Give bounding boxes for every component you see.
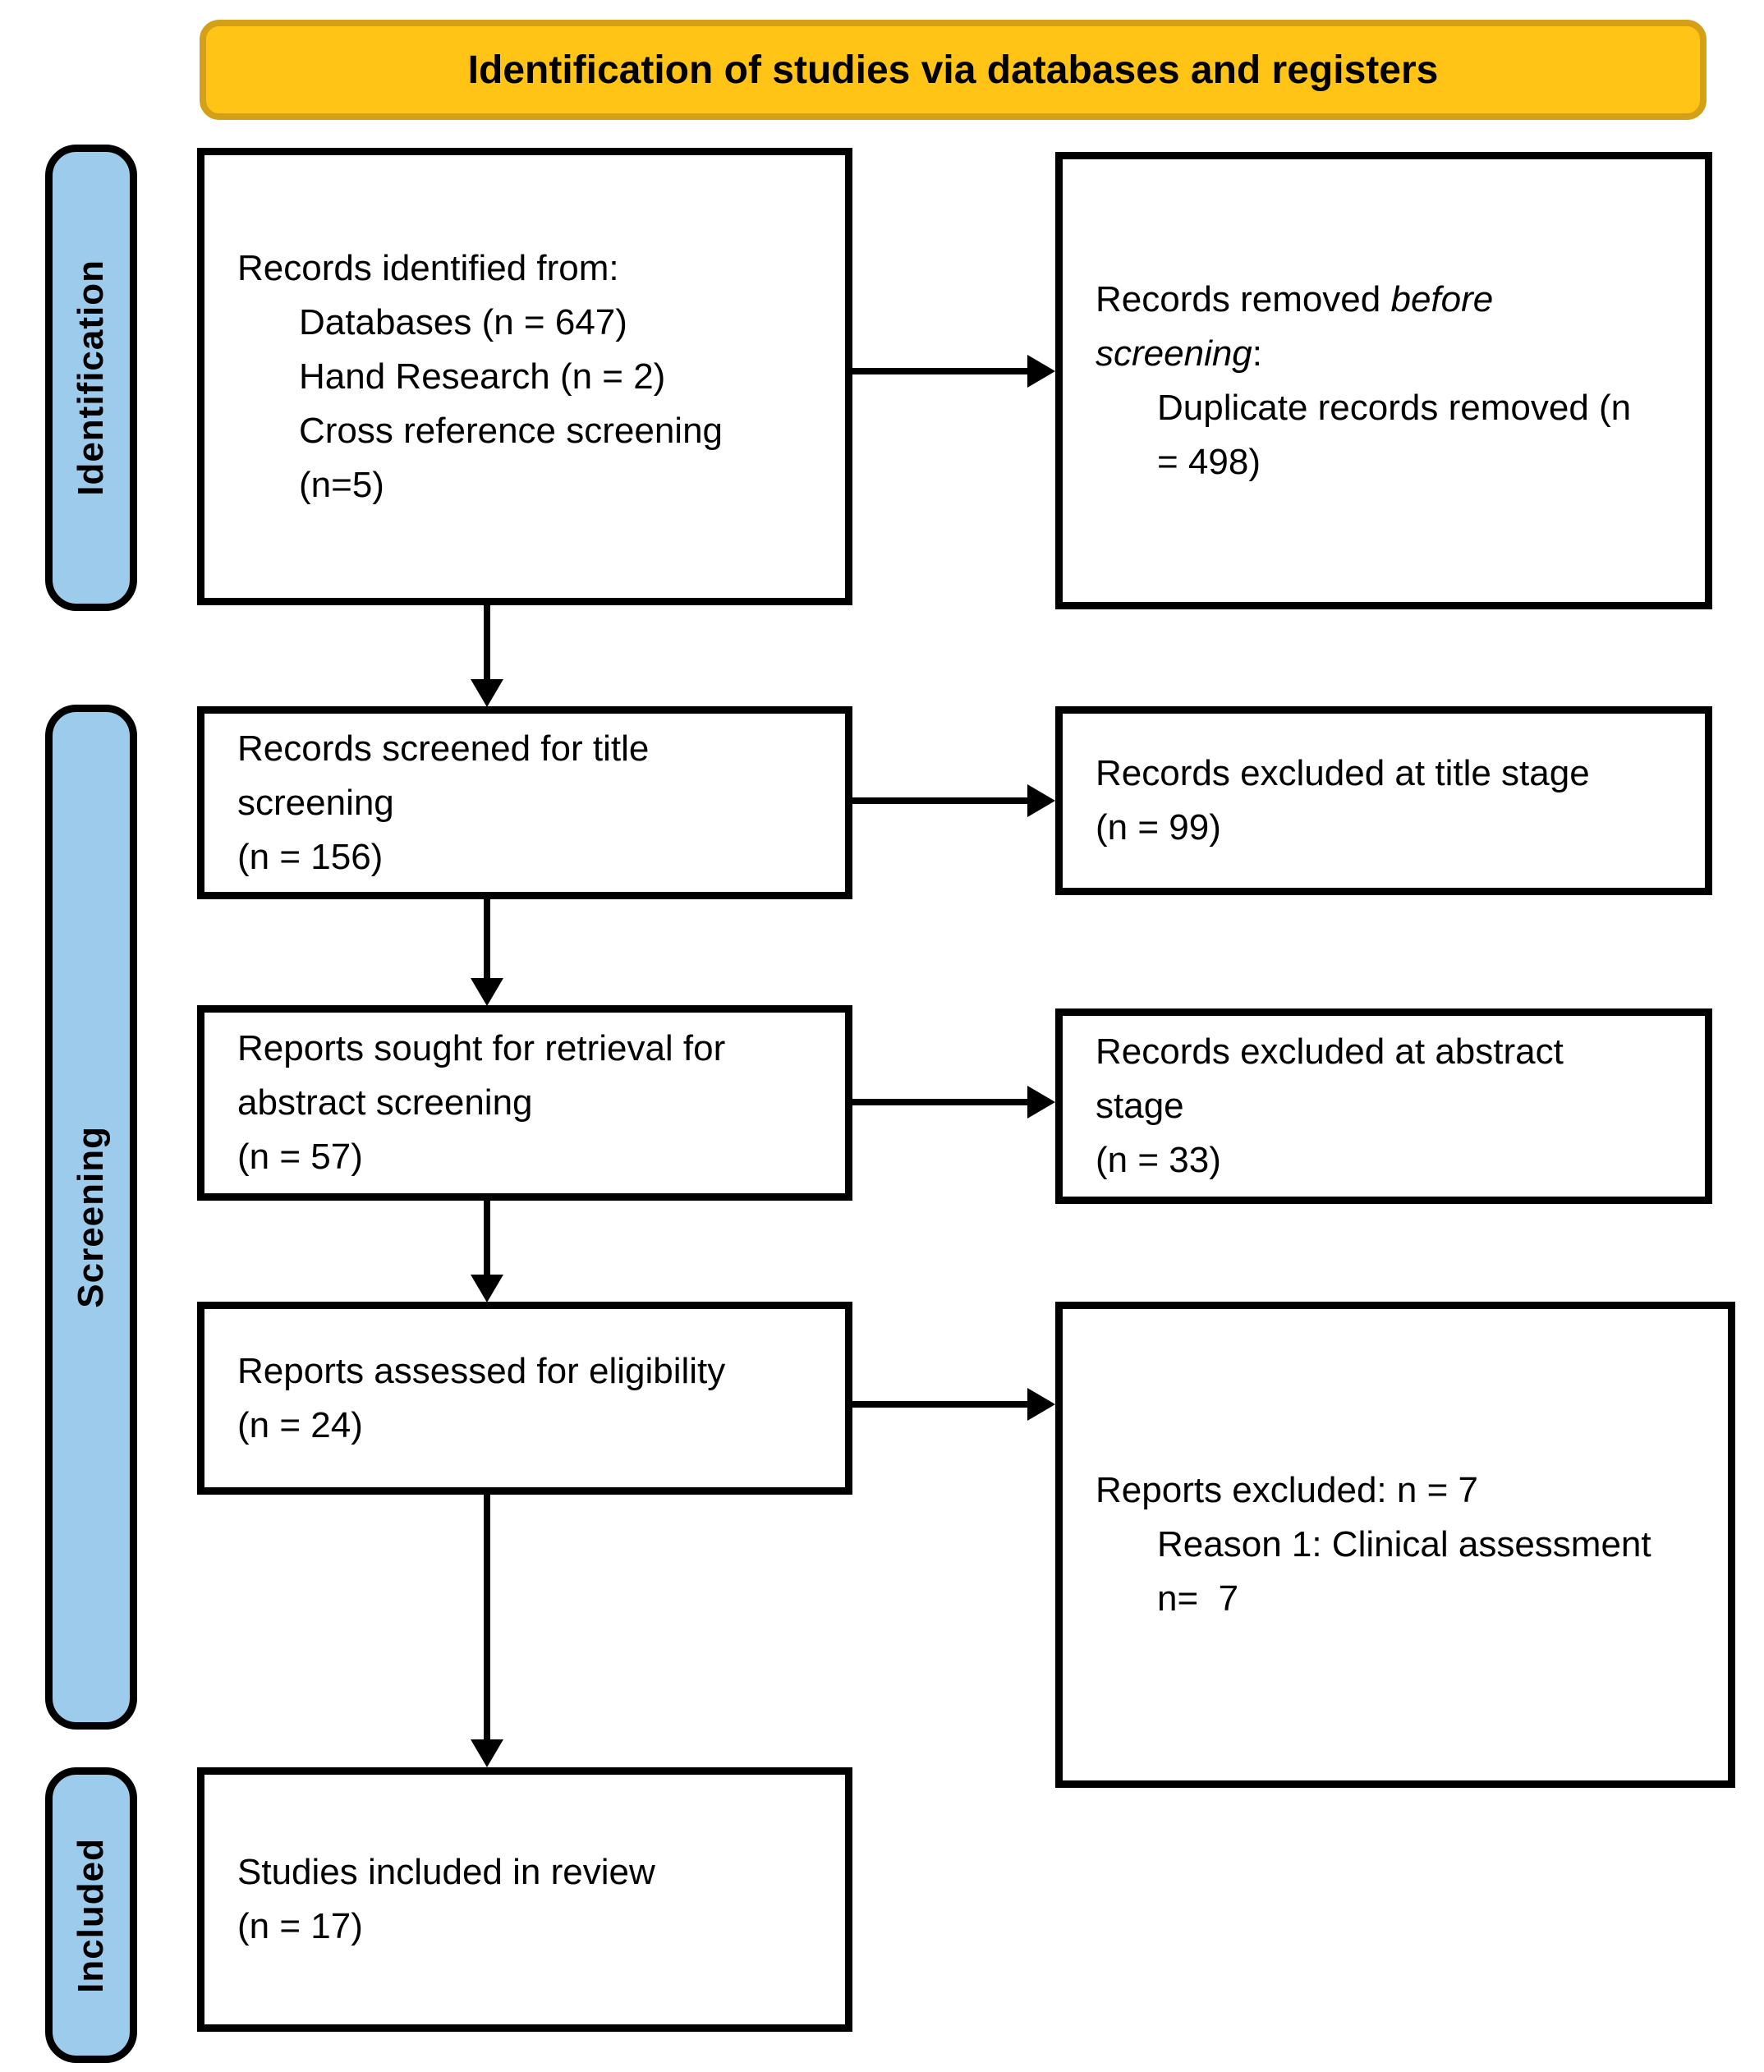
- sidebar-identification-label: Identification: [71, 260, 111, 496]
- box-text-line: screening:: [1096, 327, 1680, 381]
- sidebar-identification: Identification: [45, 145, 137, 611]
- box-text-line: Reports excluded: n = 7: [1096, 1470, 1478, 1510]
- box-text-line: abstract screening: [237, 1082, 533, 1123]
- box-reports-excluded: Reports excluded: n = 7 Reason 1: Clinic…: [1055, 1302, 1735, 1788]
- box-text-line: (n = 99): [1096, 807, 1221, 848]
- banner-title: Identification of studies via databases …: [467, 48, 1439, 92]
- sidebar-screening: Screening: [45, 705, 137, 1730]
- box-records-identified: Records identified from: Databases (n = …: [197, 148, 852, 605]
- banner: Identification of studies via databases …: [200, 20, 1707, 120]
- box-text-line: stage: [1096, 1086, 1184, 1126]
- box-text-line: Cross reference screening: [299, 410, 724, 451]
- box-studies-included: Studies included in review (n = 17): [197, 1767, 852, 2032]
- text-italic: before: [1390, 278, 1494, 319]
- box-reports-assessed: Reports assessed for eligibility (n = 24…: [197, 1302, 852, 1495]
- text-italic: screening: [1096, 333, 1252, 374]
- box-text-line: (n = 24): [237, 1404, 363, 1445]
- box-text-line: Hand Research (n = 2): [299, 356, 666, 397]
- box-records-excluded-abstract: Records excluded at abstract stage (n = …: [1055, 1008, 1712, 1204]
- box-text-line: (n=5): [299, 464, 384, 505]
- box-text-line: Studies included in review: [237, 1852, 655, 1892]
- sidebar-included: Included: [45, 1767, 137, 2063]
- box-text-line: Records excluded at abstract: [1096, 1031, 1564, 1072]
- box-text-line: (n = 57): [237, 1137, 363, 1177]
- box-text-line: Reports assessed for eligibility: [237, 1350, 726, 1391]
- box-text-line: (n = 156): [237, 836, 384, 877]
- box-text-line: screening: [237, 782, 394, 823]
- box-text-line: Reports sought for retrieval for: [237, 1028, 726, 1068]
- box-records-removed: Records removed before screening: Duplic…: [1055, 152, 1712, 609]
- box-text-line: Records identified from:: [237, 247, 619, 288]
- box-text-line: (n = 33): [1096, 1140, 1221, 1180]
- box-records-excluded-title: Records excluded at title stage (n = 99): [1055, 706, 1712, 895]
- box-text-line: Reason 1: Clinical assessment: [1157, 1524, 1651, 1564]
- box-text-line: = 498): [1157, 441, 1261, 482]
- box-text-line: (n = 17): [237, 1906, 363, 1946]
- text-normal: Records removed: [1096, 278, 1391, 319]
- box-text-line: Duplicate records removed (n: [1157, 387, 1632, 428]
- box-text-line: Records removed before: [1096, 273, 1680, 327]
- box-text-line: Records screened for title: [237, 728, 650, 769]
- box-text-line: Records excluded at title stage: [1096, 753, 1590, 793]
- box-text-line: Databases (n = 647): [299, 301, 627, 342]
- box-reports-sought: Reports sought for retrieval for abstrac…: [197, 1005, 852, 1201]
- sidebar-included-label: Included: [71, 1837, 111, 1993]
- box-records-screened: Records screened for title screening (n …: [197, 706, 852, 899]
- sidebar-screening-label: Screening: [71, 1126, 111, 1308]
- text-normal: :: [1252, 333, 1263, 374]
- box-text-line: n= 7: [1157, 1578, 1239, 1619]
